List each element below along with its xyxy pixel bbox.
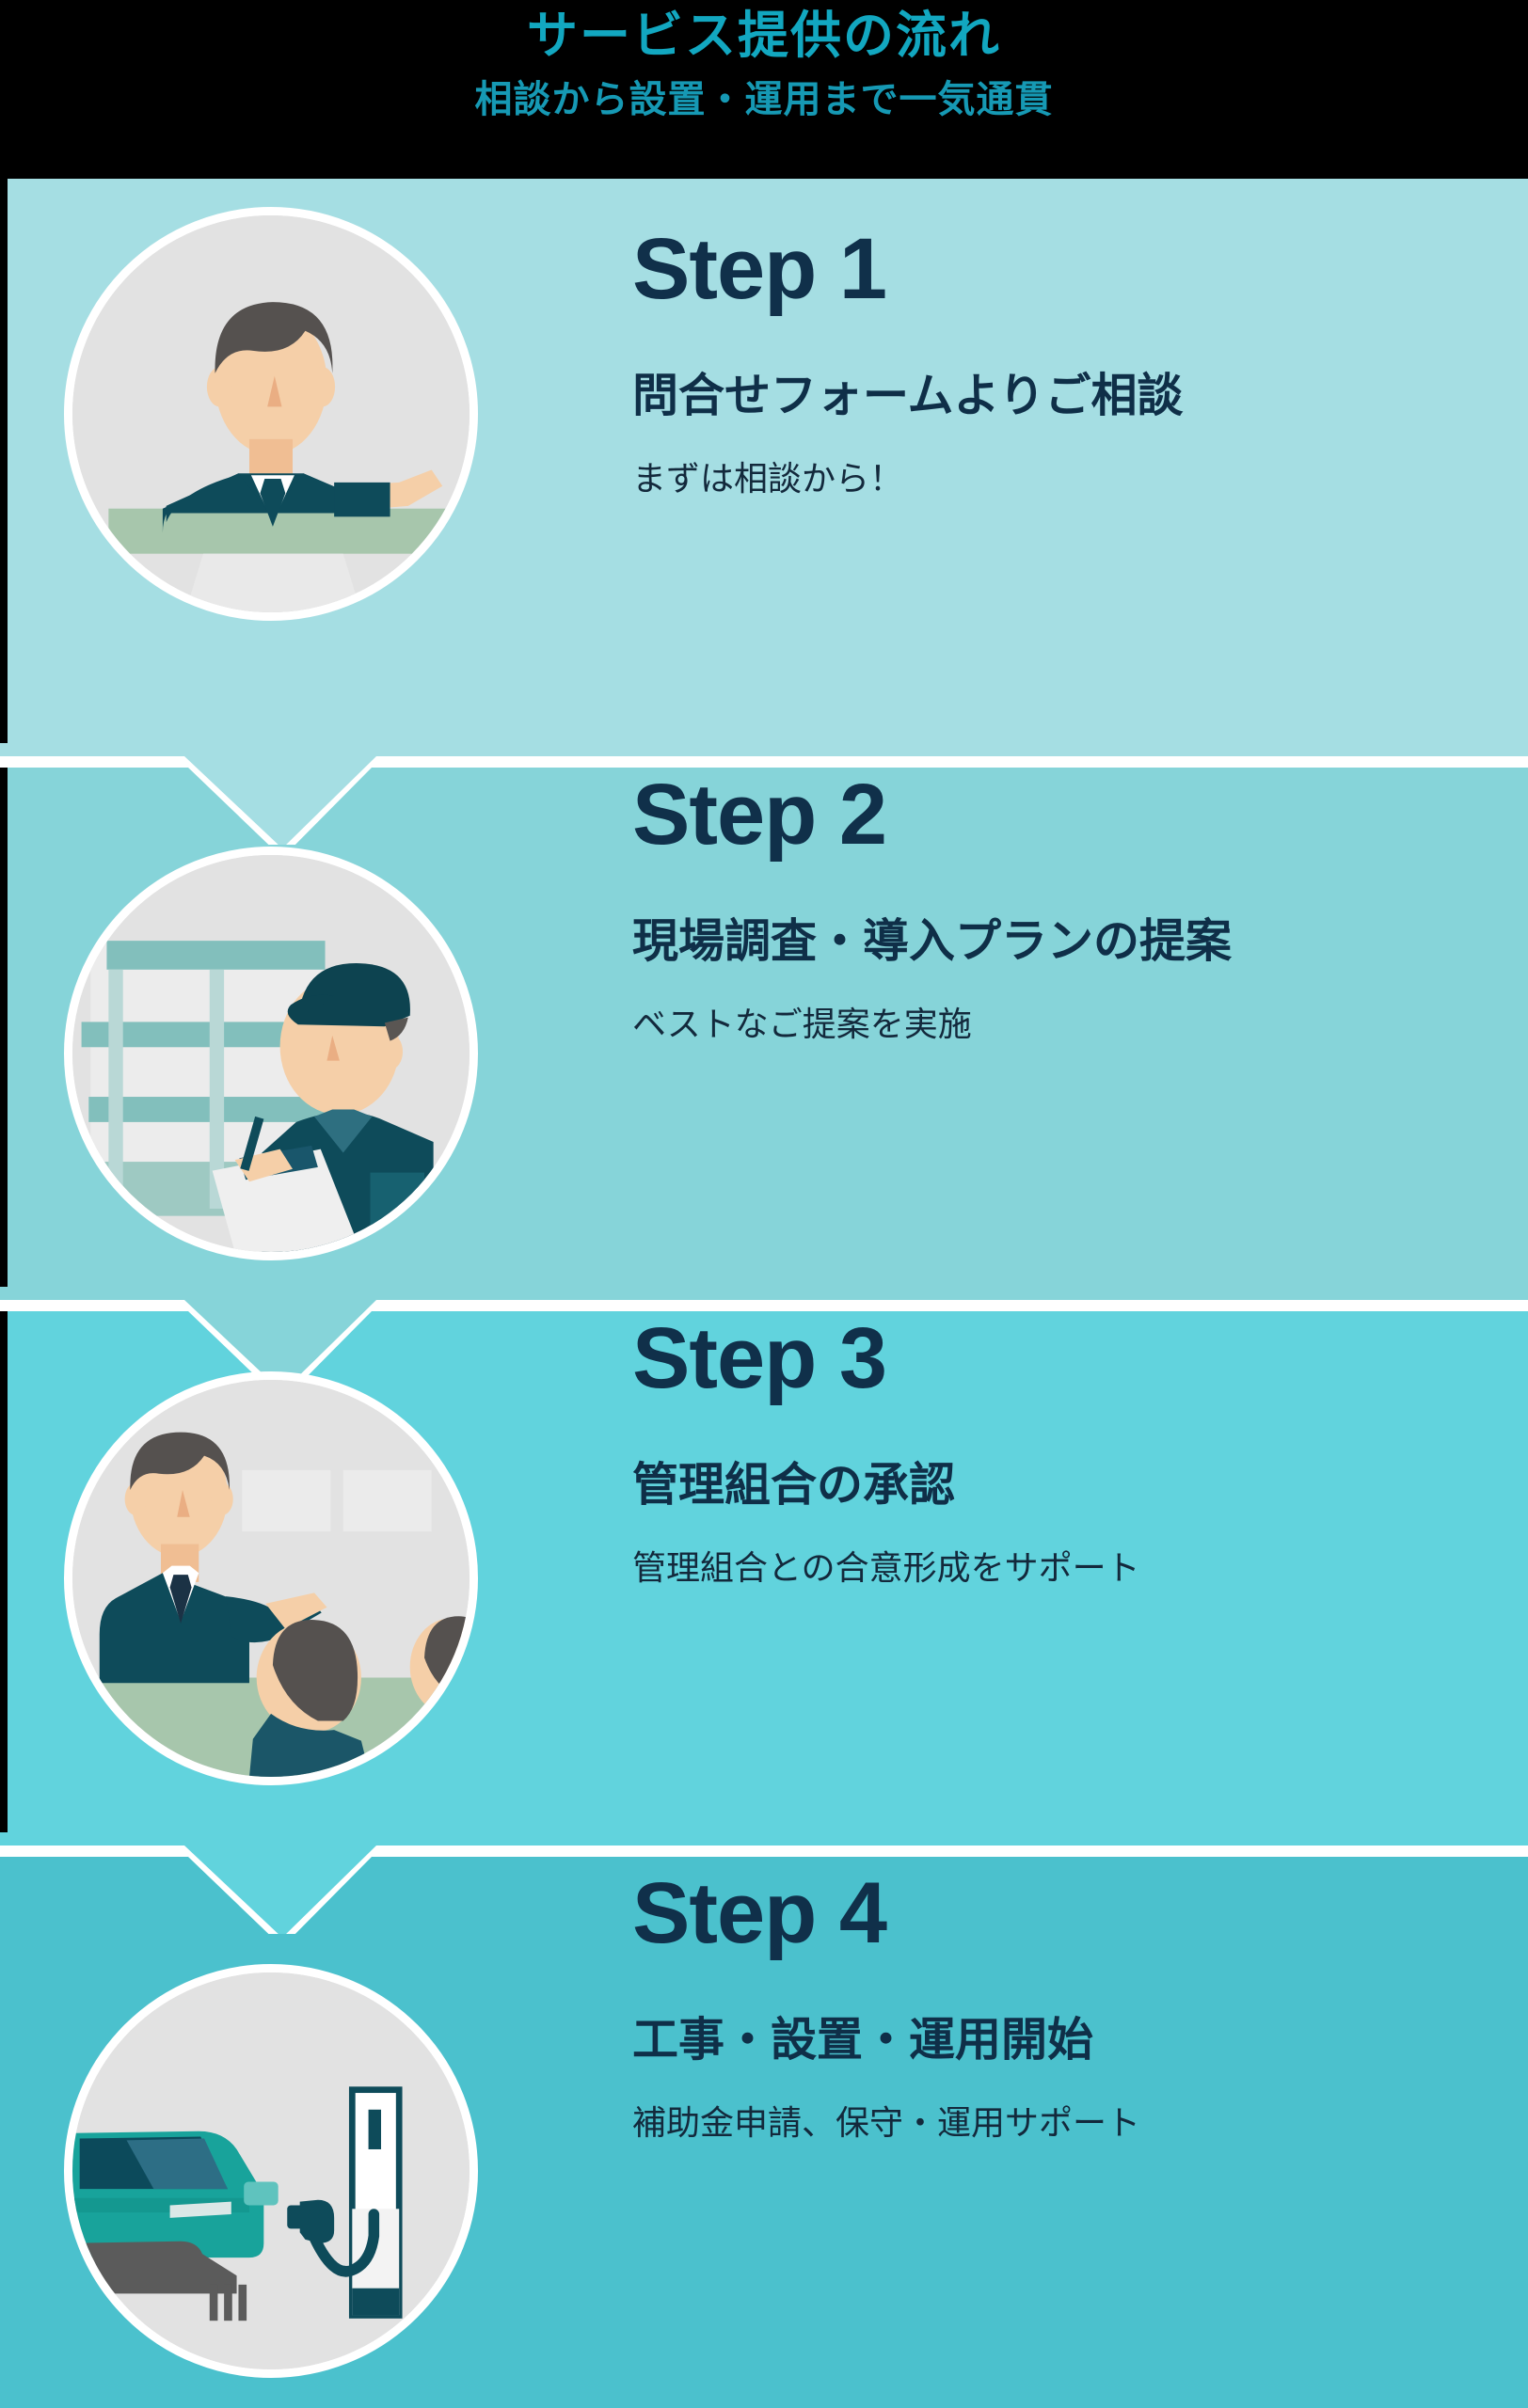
step-4-description: 補助金申請、保守・運用サポート [632,2102,1141,2142]
step-4-content: Step 4 工事・設置・運用開始 補助金申請、保守・運用サポート [632,1870,1140,2143]
step-4-title: 工事・設置・運用開始 [632,2015,1094,2066]
step-3-description: 管理組合との合意形成をサポート [632,1547,1140,1587]
page-subtitle: 相談から設置・運用まで一気通貫 [474,79,1054,121]
step-1-description: まずは相談から！ [632,458,904,498]
step-2-label: Step 2 [632,767,887,863]
site-survey-inspector-icon [72,855,470,1252]
header: サービス提供の流れ 相談から設置・運用まで一気通貫 [0,0,1528,179]
step-panel-3[interactable]: Step 3 管理組合の承認 管理組合との合意形成をサポート [0,1287,1528,1832]
step-2-content: Step 2 現場調査・導入プランの提案 ベストなご提案を実施 [632,771,1232,1044]
step-1-label: Step 1 [632,221,887,317]
meeting-presentation-icon [72,1380,470,1777]
step-4-label: Step 4 [632,1865,887,1961]
step-1-illustration [64,207,478,621]
step-2-description: ベストなご提案を実施 [632,1004,972,1043]
page-title: サービス提供の流れ [527,8,1001,64]
ev-charging-station-icon [72,1972,470,2369]
step-3-title: 管理組合の承認 [632,1460,956,1511]
businessman-consultation-icon [72,215,470,612]
step-1-content: Step 1 問合せフォームよりご相談 まずは相談から！ [632,226,1184,499]
step-3-content: Step 3 管理組合の承認 管理組合との合意形成をサポート [632,1315,1140,1588]
step-1-title: 問合せフォームよりご相談 [632,371,1184,421]
step-panel-1[interactable]: Step 1 問合せフォームよりご相談 まずは相談から！ [0,179,1528,743]
step-4-illustration [64,1964,478,2378]
step-panel-2[interactable]: Step 2 現場調査・導入プランの提案 ベストなご提案を実施 [0,743,1528,1287]
step-2-illustration [64,847,478,1260]
step-3-illustration [64,1371,478,1785]
step-panel-4[interactable]: Step 4 工事・設置・運用開始 補助金申請、保守・運用サポート [0,1832,1528,2408]
step-2-title: 現場調査・導入プランの提案 [632,916,1233,967]
step-3-label: Step 3 [632,1310,887,1406]
